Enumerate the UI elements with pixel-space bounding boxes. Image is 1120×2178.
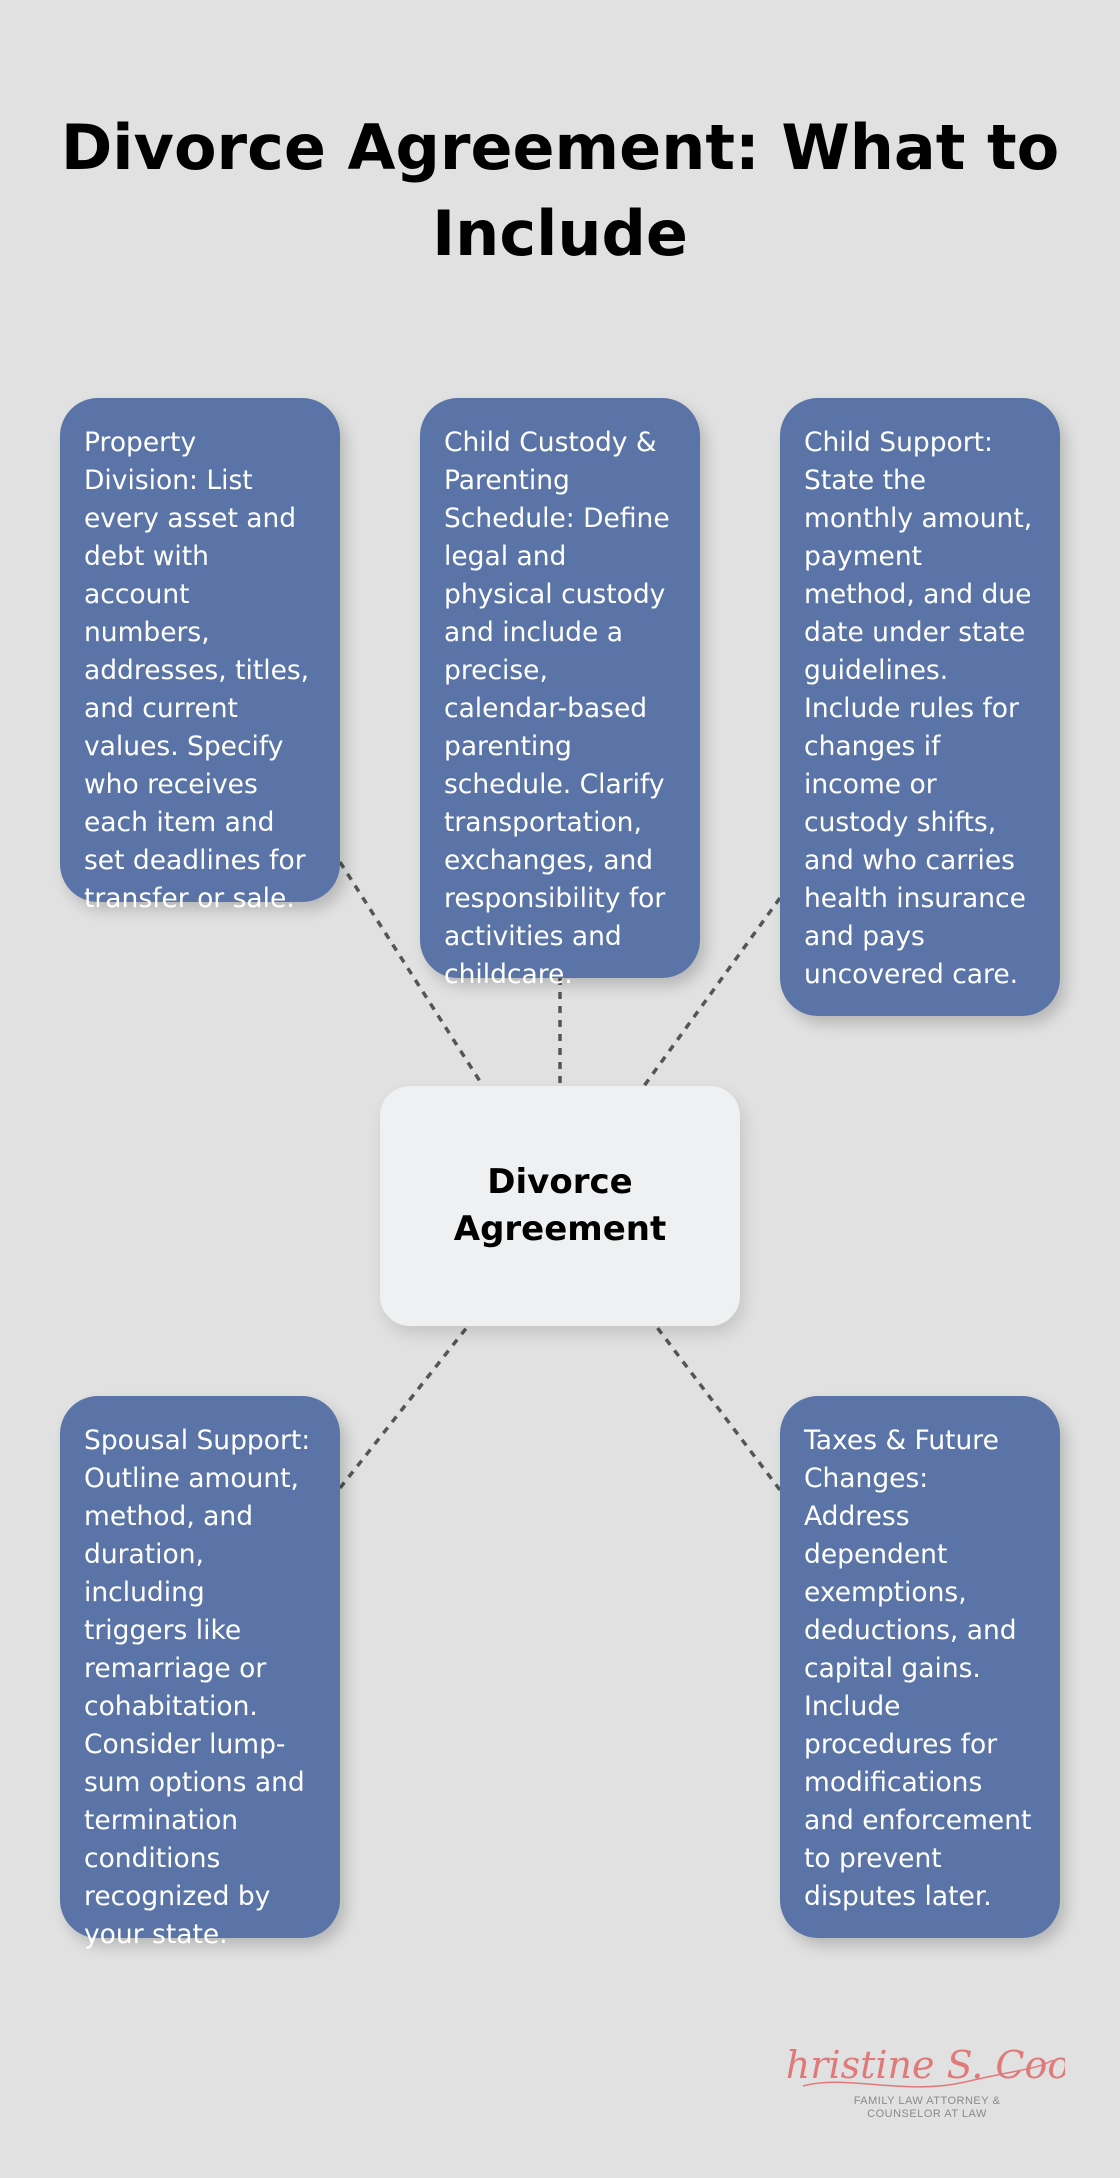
- logo-tagline-line2: COUNSELOR AT LAW: [867, 2108, 987, 2120]
- logo-tagline-line1: FAMILY LAW ATTORNEY &: [854, 2095, 1001, 2107]
- card-text: Property Division: List every asset and …: [84, 427, 310, 914]
- center-label: Divorce Agreement: [453, 1162, 667, 1249]
- connector-property-division: [338, 861, 485, 1087]
- connector-taxes: [654, 1324, 782, 1492]
- card-taxes-future-changes: Taxes & Future Changes: Address dependen…: [780, 1396, 1060, 1938]
- card-text: Child Custody & Parenting Schedule: Defi…: [444, 427, 670, 990]
- connector-child-support: [642, 896, 782, 1088]
- card-child-custody: Child Custody & Parenting Schedule: Defi…: [420, 398, 700, 990]
- center-node: Divorce Agreement: [380, 1086, 740, 1326]
- card-text: Spousal Support: Outline amount, method,…: [84, 1425, 311, 1950]
- card-child-support: Child Support: State the monthly amount,…: [780, 398, 1060, 1016]
- logo-name: Christine S. Cook: [785, 2043, 1065, 2087]
- logo-swash: [802, 2059, 1054, 2088]
- brand-logo: Christine S. Cook FAMILY LAW ATTORNEY & …: [785, 2043, 1065, 2120]
- card-property-division: Property Division: List every asset and …: [60, 398, 340, 914]
- card-text: Taxes & Future Changes: Address dependen…: [804, 1425, 1032, 1912]
- card-text: Child Support: State the monthly amount,…: [804, 427, 1033, 990]
- page-title: Divorce Agreement: What to Include: [60, 111, 1060, 270]
- card-spousal-support: Spousal Support: Outline amount, method,…: [60, 1396, 340, 1950]
- connector-spousal-support: [338, 1324, 470, 1490]
